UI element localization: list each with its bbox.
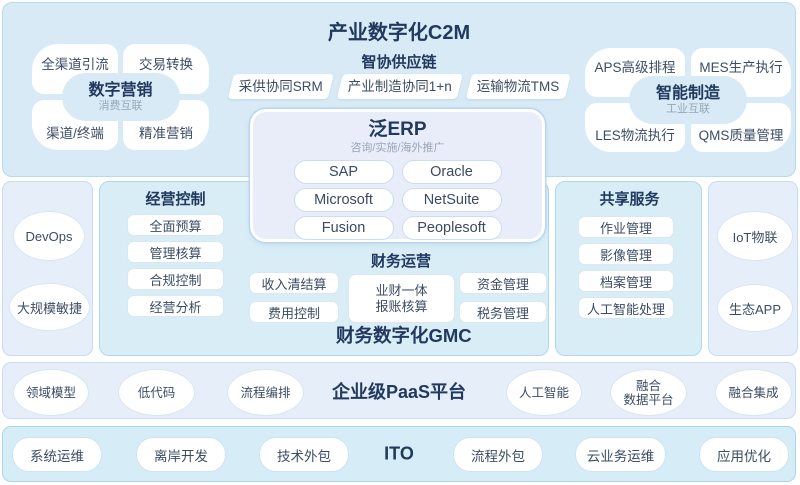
- erp-vendor-pill: Peoplesoft: [401, 216, 502, 240]
- rail-item: IoT物联: [717, 211, 793, 261]
- supply-chain-pill-label: 产业制造协同1+n: [347, 79, 452, 94]
- shared-services-item: 档案管理: [578, 270, 674, 292]
- operation-control-title: 经营控制: [145, 191, 206, 208]
- erp-vendor-pill: NetSuite: [401, 188, 502, 212]
- digital-marketing-flower: 全渠道引流 交易转换 渠道/终端 精准营销 数字营销 消费互联: [32, 44, 209, 150]
- erp-title: 泛ERP: [368, 119, 427, 140]
- finance-operation-title: 财务运营: [370, 253, 431, 270]
- ito-item: 云业务运维: [575, 437, 666, 472]
- erp-vendor-pill: Oracle: [401, 160, 502, 184]
- shared-services-panel: 共享服务 作业管理 影像管理 档案管理 人工智能处理: [555, 181, 702, 356]
- shared-services-title: 共享服务: [599, 191, 660, 208]
- digital-marketing-subtitle: 消费互联: [98, 100, 143, 112]
- ito-item: 技术外包: [259, 437, 349, 472]
- shared-services-item: 作业管理: [578, 216, 674, 238]
- supply-chain-pill-row: 采供协同SRM 产业制造协同1+n 运输物流TMS: [227, 74, 571, 99]
- ito-item: 流程外包: [453, 437, 543, 472]
- finance-operation-center-item: 业财一体 报账核算: [348, 274, 455, 323]
- ito-item: 应用优化: [699, 437, 789, 472]
- smart-manufacturing-title: 智能制造: [655, 85, 720, 102]
- supply-chain-pill-label: 采供协同SRM: [238, 79, 323, 94]
- shared-services-item: 人工智能处理: [578, 297, 674, 319]
- erp-subtitle: 咨询/实施/海外推广: [350, 142, 445, 154]
- smart-manufacturing-subtitle: 工业互联: [666, 103, 710, 115]
- operation-control-item: 全面预算: [127, 214, 224, 236]
- erp-vendor-pill: Microsoft: [293, 188, 394, 212]
- c2m-panel: 产业数字化C2M 智协供应链 采供协同SRM 产业制造协同1+n 运输物流TMS…: [2, 2, 796, 177]
- operation-control-item: 管理核算: [127, 241, 224, 263]
- paas-item: 人工智能: [506, 369, 582, 416]
- finance-operation-item: 费用控制: [249, 301, 339, 323]
- c2m-title: 产业数字化C2M: [327, 22, 471, 44]
- rail-item: 大规模敏捷: [9, 283, 90, 331]
- erp-vendor-grid: SAP Oracle Microsoft NetSuite Fusion Peo…: [293, 160, 502, 240]
- paas-item: 低代码: [118, 369, 195, 416]
- left-rail-panel: DevOps 大规模敏捷: [2, 181, 93, 356]
- right-rail-panel: IoT物联 生态APP: [708, 181, 798, 356]
- rail-item: DevOps: [13, 211, 85, 261]
- digital-marketing-center: 数字营销 消费互联: [61, 73, 180, 121]
- supply-chain-pill: 产业制造协同1+n: [336, 74, 463, 99]
- ito-label: ITO: [384, 443, 414, 464]
- finance-operation-item: 资金管理: [459, 272, 547, 294]
- operation-control-item: 经营分析: [127, 295, 224, 317]
- paas-item-fusion: 融合 数据平台: [610, 369, 687, 416]
- ito-item: 离岸开发: [136, 437, 226, 472]
- paas-item-fusion-line2: 数据平台: [623, 392, 674, 407]
- supply-chain-title: 智协供应链: [361, 54, 437, 71]
- rail-item: 生态APP: [717, 284, 793, 332]
- center-item-line1: 业财一体: [375, 282, 428, 298]
- finance-operation-item: 收入清结算: [249, 272, 339, 294]
- center-item-line2: 报账核算: [375, 298, 428, 314]
- erp-vendor-pill: Fusion: [293, 216, 394, 240]
- supply-chain-pill-label: 运输物流TMS: [476, 79, 560, 94]
- erp-box: 泛ERP 咨询/实施/海外推广 SAP Oracle Microsoft Net…: [250, 109, 545, 242]
- paas-label: 企业级PaaS平台: [331, 381, 467, 402]
- supply-chain-pill: 采供协同SRM: [227, 74, 334, 99]
- smart-manufacturing-flower: APS高级排程 MES生产执行 LES物流执行 QMS质量管理 智能制造 工业互…: [585, 48, 791, 152]
- paas-panel: 领域模型 低代码 流程编排 企业级PaaS平台 人工智能 融合 数据平台 融合集…: [2, 362, 796, 419]
- paas-item-fusion-line1: 融合: [635, 378, 661, 393]
- operation-control-item: 合规控制: [127, 268, 224, 290]
- ito-panel: 系统运维 离岸开发 技术外包 ITO 流程外包 云业务运维 应用优化: [2, 426, 796, 482]
- supply-chain-pill: 运输物流TMS: [465, 74, 571, 99]
- paas-item: 融合集成: [715, 369, 792, 416]
- smart-manufacturing-center: 智能制造 工业互联: [629, 76, 747, 124]
- erp-vendor-pill: SAP: [293, 160, 394, 184]
- finance-operation-item: 税务管理: [459, 301, 547, 323]
- shared-services-item: 影像管理: [578, 243, 674, 265]
- ito-item: 系统运维: [12, 437, 102, 472]
- paas-item: 领域模型: [13, 369, 89, 416]
- paas-item: 流程编排: [227, 369, 304, 416]
- gmc-label: 财务数字化GMC: [336, 325, 472, 346]
- digital-marketing-title: 数字营销: [88, 82, 153, 99]
